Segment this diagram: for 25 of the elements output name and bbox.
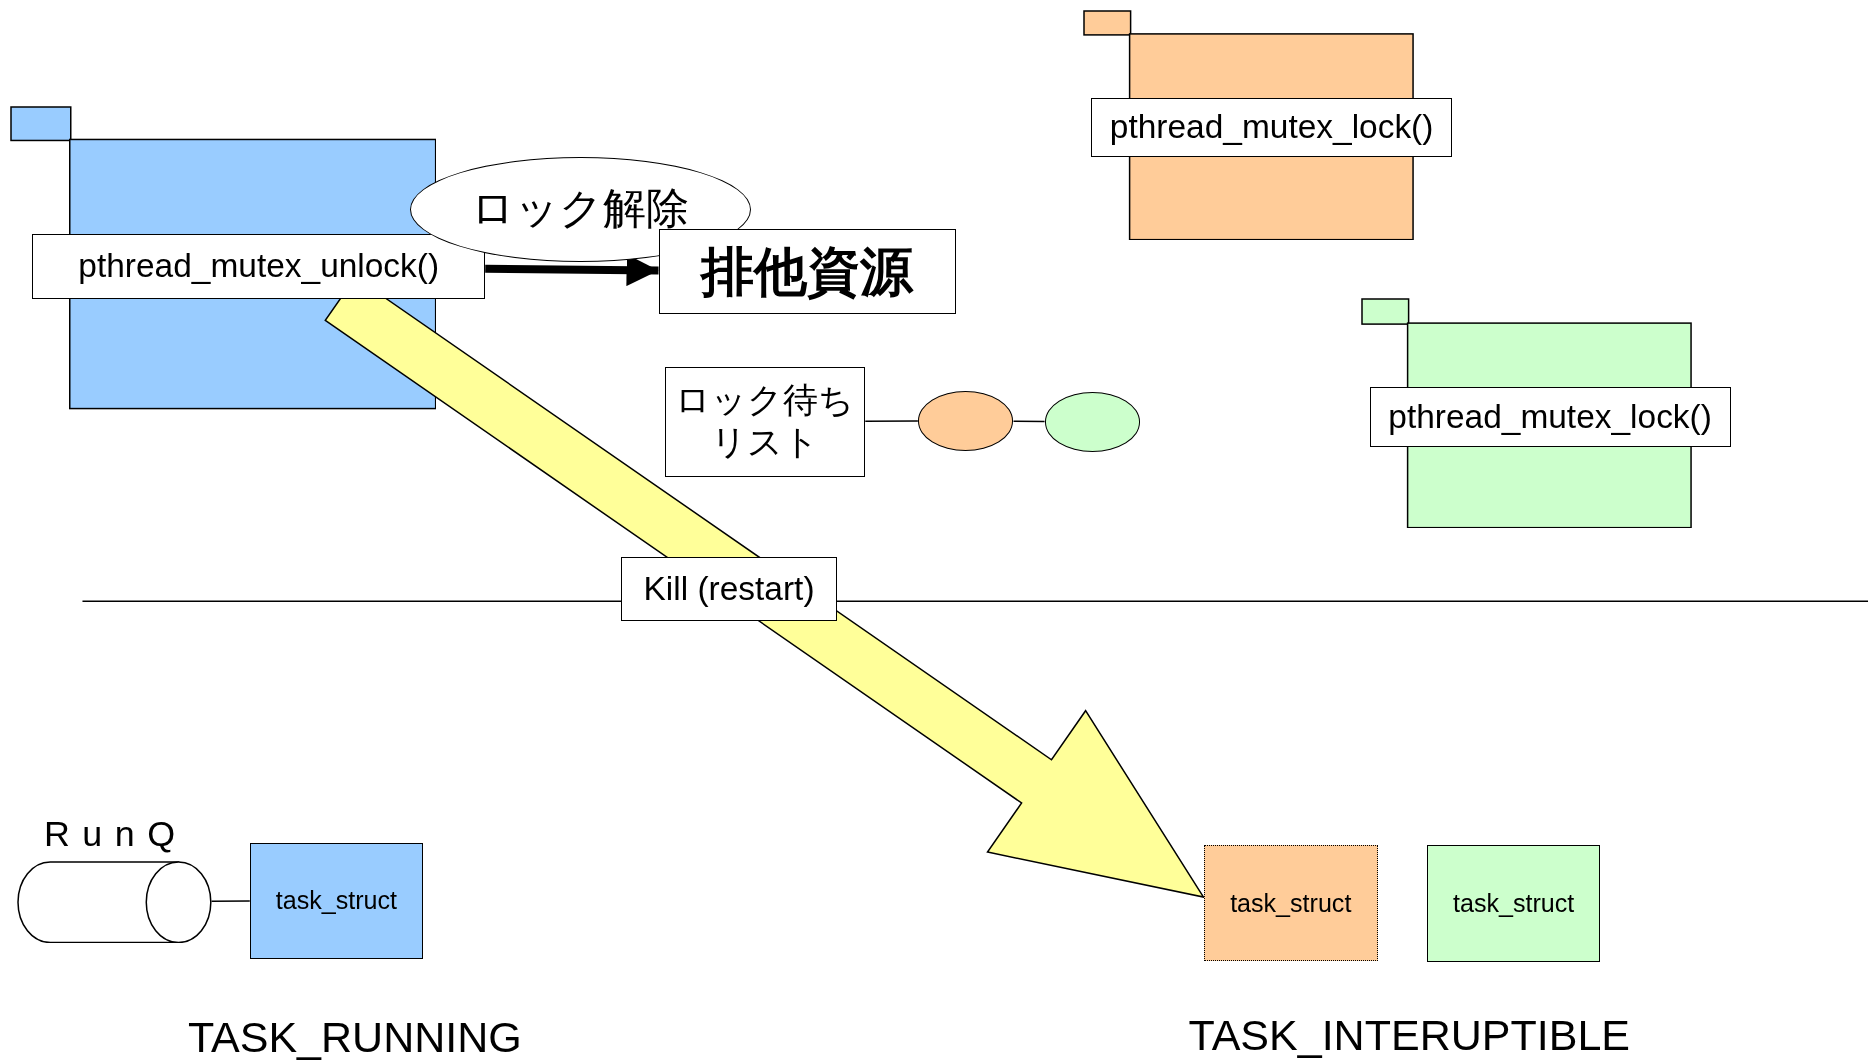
edge-label: Kill (restart) — [621, 557, 838, 622]
wait-list-box — [664, 366, 866, 477]
node-text: pthread_mutex_unlock() — [78, 246, 440, 287]
queue-label: RunQ — [43, 813, 188, 855]
node-text: 排他資源 — [701, 241, 914, 304]
resource-box — [658, 229, 957, 315]
node-text: ロック解除 — [471, 183, 690, 235]
node-text: pthread_mutex_lock() — [1388, 397, 1712, 437]
state-label: TASK_INTERUPTIBLE — [1188, 1010, 1630, 1060]
function-box — [1369, 387, 1731, 447]
queue-cylinder — [16, 860, 212, 943]
node-text: task_struct — [1453, 888, 1575, 919]
connector-line — [1012, 420, 1046, 423]
node-text: ロック待ちリスト — [674, 380, 855, 463]
task-box — [249, 842, 424, 959]
connector-line — [864, 420, 919, 423]
node-text: task_struct — [1230, 887, 1352, 918]
task-box — [1427, 844, 1601, 963]
state-label: TASK_RUNNING — [187, 1012, 522, 1060]
function-box — [1091, 98, 1453, 157]
node-text: task_struct — [275, 885, 398, 916]
function-box — [32, 234, 486, 299]
task-box — [1203, 844, 1378, 961]
node-text: pthread_mutex_lock() — [1109, 107, 1434, 148]
connector-line — [210, 900, 251, 902]
